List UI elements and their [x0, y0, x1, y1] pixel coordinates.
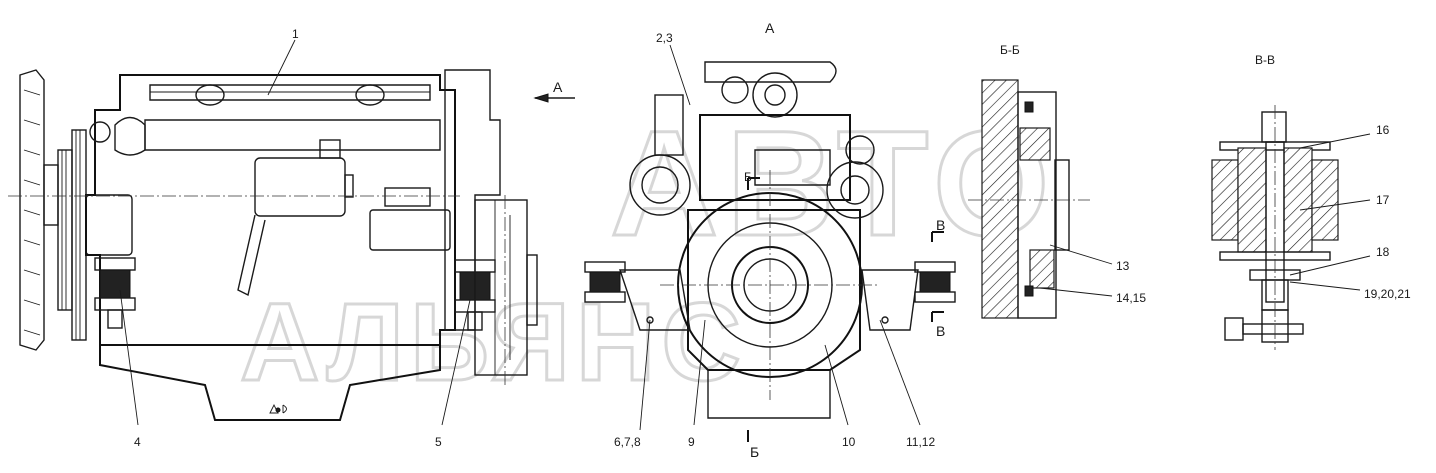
section-vv-title: В-В: [1255, 53, 1275, 67]
front-view: Б Б В В: [584, 61, 956, 460]
view-arrow-a: А: [533, 79, 575, 103]
engine-block-outline: [85, 74, 456, 346]
right-mount-bracket: [861, 261, 956, 331]
dipstick-tube: [237, 214, 266, 297]
section-bb-upper-rib: [1019, 127, 1051, 161]
cut-b-bottom: Б: [750, 444, 759, 460]
section-vv-left-bracket: [1211, 159, 1239, 241]
alternator: [85, 194, 133, 256]
fan-hub: [43, 164, 59, 226]
callout-17: 17: [1376, 193, 1390, 207]
section-vv-right-bracket: [1311, 159, 1339, 241]
callout-1: 1: [292, 27, 299, 41]
callout-4: 4: [134, 435, 141, 449]
section-bb: [968, 79, 1090, 319]
cut-v-bottom: В: [936, 323, 945, 339]
callout-2-3: 2,3: [656, 31, 673, 45]
turbocharger: [752, 72, 798, 118]
callout-9: 9: [688, 435, 695, 449]
section-bb-title: Б-Б: [1000, 43, 1020, 57]
callout-6-7-8: 6,7,8: [614, 435, 641, 449]
cylinder-head-front: [699, 114, 851, 201]
callout-10: 10: [842, 435, 856, 449]
section-vv-rubber-right: [1283, 147, 1313, 253]
manifold-port-2: [355, 84, 385, 106]
section-vv: [1211, 105, 1339, 350]
watermark: АВТО АЛЬЯНС: [239, 98, 1052, 406]
section-bb-flange: [1054, 159, 1070, 251]
left-mount-bracket: [584, 261, 691, 331]
callout-16: 16: [1376, 123, 1390, 137]
oil-sump: [99, 345, 441, 421]
callout-14-15: 14,15: [1116, 291, 1146, 305]
view-arrow-a-label: А: [553, 79, 563, 95]
compressor-pulley: [826, 161, 884, 219]
thermostat-housing: [89, 121, 111, 143]
front-engine-mount: [94, 257, 136, 329]
callout-13: 13: [1116, 259, 1130, 273]
starter-solenoid: [384, 187, 431, 207]
callout-19-20-21: 19,20,21: [1364, 287, 1411, 301]
pulley-inner: [71, 129, 87, 341]
section-vv-bolt: [1265, 141, 1285, 303]
callout-5: 5: [435, 435, 442, 449]
fuel-pump: [654, 94, 684, 156]
starter-motor: [369, 209, 451, 251]
flywheel-housing: [444, 69, 501, 331]
valve-cover: [149, 84, 431, 101]
section-bb-lower-rib: [1029, 249, 1055, 289]
section-bb-housing: [981, 79, 1019, 319]
callout-18: 18: [1376, 245, 1390, 259]
cut-b-top: Б: [744, 170, 752, 184]
manifold-port-1: [195, 84, 225, 106]
callouts: 1 2,3 4 5 6,7,8 9 10 11,12 13 14,15 16 1…: [119, 27, 1411, 449]
section-vv-rubber-left: [1237, 147, 1267, 253]
section-vv-bolt-head: [1261, 111, 1287, 143]
filter-cap: [319, 139, 341, 159]
cut-v-top: В: [936, 217, 945, 233]
pulley-outer: [57, 149, 73, 311]
oil-pan-front: [707, 370, 831, 419]
callout-11-12: 11,12: [906, 435, 935, 449]
fan-blade: [19, 69, 45, 351]
view-a-title: А: [765, 20, 775, 36]
intake-manifold: [144, 119, 441, 151]
side-view: [8, 69, 538, 421]
oil-filter: [254, 157, 346, 217]
exhaust-pipe: [704, 61, 837, 83]
